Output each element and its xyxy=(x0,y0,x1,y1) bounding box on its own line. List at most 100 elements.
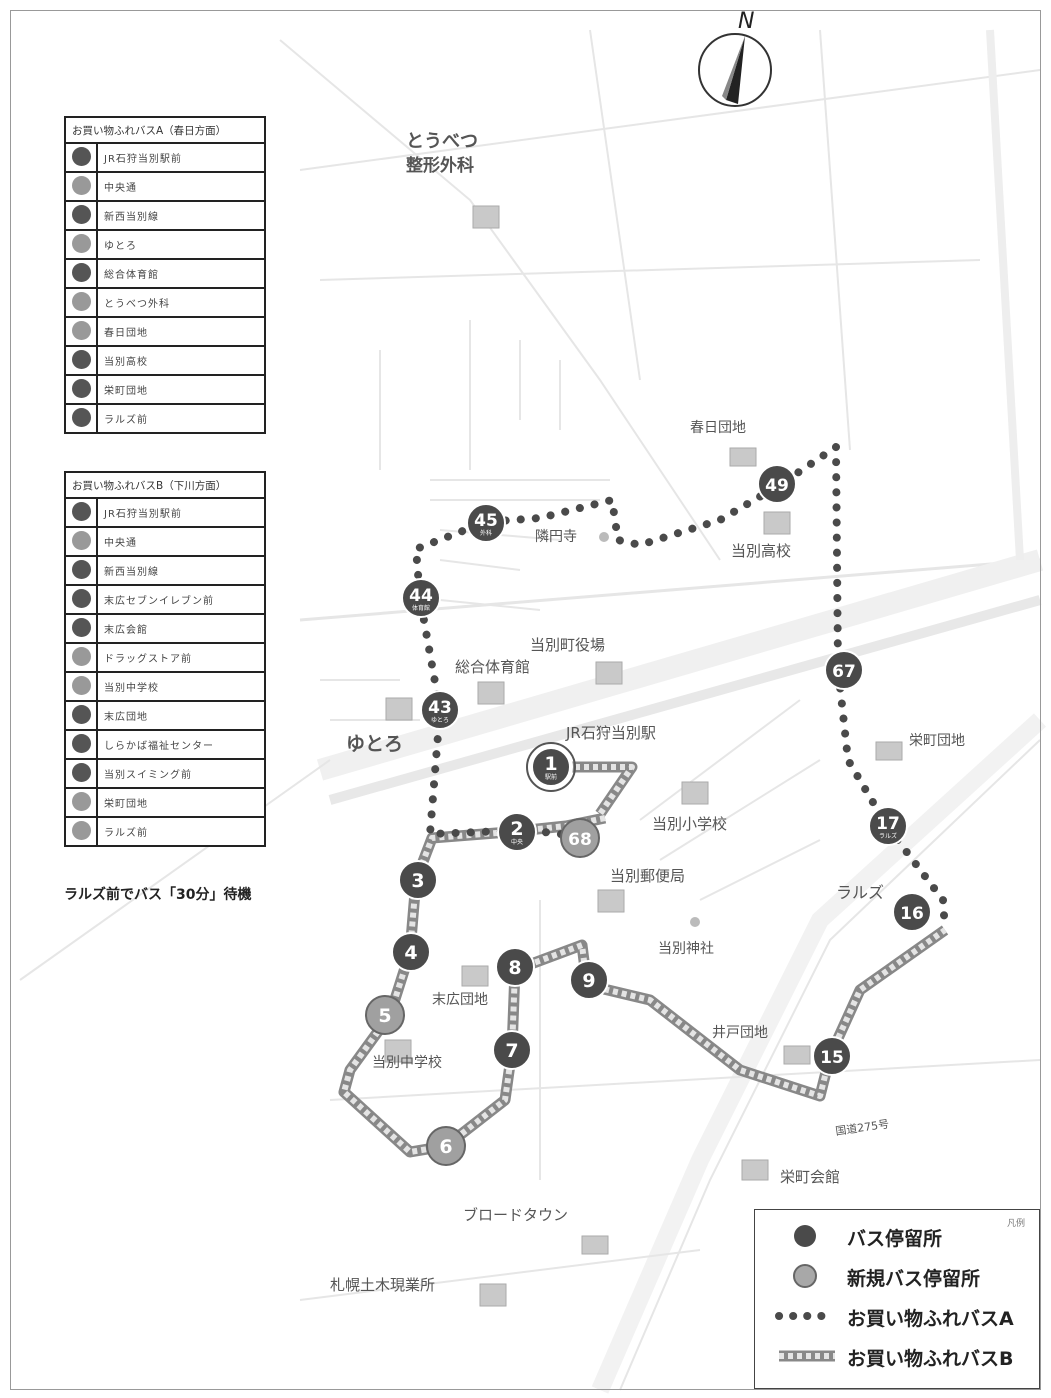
route-b-table-row-marker xyxy=(64,613,98,644)
route-a-table-row: 新西当別線 xyxy=(64,200,266,231)
route-a-table-row: ラルズ前 xyxy=(64,403,266,434)
legend-item-new-stop: 新規バス停留所 xyxy=(755,1258,1039,1294)
bus-stop-number: 49 xyxy=(765,476,789,496)
bus-stop-marker-icon xyxy=(495,947,535,987)
stop-marker-icon xyxy=(71,704,91,724)
route-b-table-row-label: 中央通 xyxy=(96,526,266,557)
bus-stop-marker-icon xyxy=(529,745,573,789)
label-broadtown: ブロードタウン xyxy=(463,1206,568,1224)
route-b-table-row-marker xyxy=(64,642,98,673)
label-ralz: ラルズ xyxy=(836,883,884,902)
route-a-table-row-marker xyxy=(64,345,98,376)
route-b-table-row: しらかば福祉センター xyxy=(64,729,266,760)
stop-marker-icon xyxy=(71,291,91,311)
route-b-table-row-label: JR石狩当別駅前 xyxy=(96,497,266,528)
route-b-table-row: 新西当別線 xyxy=(64,555,266,586)
route-a-table-row: 総合体育館 xyxy=(64,258,266,289)
route-a-table-row: 中央通 xyxy=(64,171,266,202)
bus-stop-marker-icon xyxy=(812,1036,852,1076)
route-a-table-row-label: 春日団地 xyxy=(96,316,266,347)
route-a-symbol-icon xyxy=(775,1312,837,1320)
stop-marker-icon xyxy=(71,559,91,579)
stop-marker-icon xyxy=(71,204,91,224)
bus-stop-sublabel: ゆとろ xyxy=(431,717,449,724)
stop-marker-icon xyxy=(71,530,91,550)
stop-marker-icon xyxy=(71,146,91,166)
route-b-table-row: 末広団地 xyxy=(64,700,266,731)
route-b-table-row: ラルズ前 xyxy=(64,816,266,847)
route-a-table-row-label: JR石狩当別駅前 xyxy=(96,142,266,173)
legend-item-stop: バス停留所 xyxy=(755,1218,1039,1254)
route-a-table-row-marker xyxy=(64,403,98,434)
stop-marker-icon xyxy=(71,349,91,369)
label-kasuga-danchi: 春日団地 xyxy=(690,420,746,436)
route-b-table-row-marker xyxy=(64,497,98,528)
bus-stop-marker-icon xyxy=(892,892,932,932)
bus-stop-number: 3 xyxy=(411,870,424,892)
label-toubetsu-chuugakkou: 当別中学校 xyxy=(372,1054,442,1071)
legend-item-route-b: お買い物ふれバスB xyxy=(755,1338,1039,1374)
route-a-table-row: JR石狩当別駅前 xyxy=(64,142,266,173)
stop-marker-icon xyxy=(71,175,91,195)
route-b-table-row: JR石狩当別駅前 xyxy=(64,497,266,528)
route-b-table-row-label: 当別スイミング前 xyxy=(96,758,266,789)
route-a-stop-table: お買い物ふれバスA（春日方面） JR石狩当別駅前中央通新西当別線ゆとろ総合体育館… xyxy=(64,116,266,434)
label-yutoro: ゆとろ xyxy=(346,733,403,755)
bus-stop-number: 15 xyxy=(820,1048,844,1068)
bus-stop-number: 44 xyxy=(409,586,433,606)
label-yakuba: 当別町役場 xyxy=(530,636,605,654)
legend-label-stop: バス停留所 xyxy=(847,1228,943,1250)
stop-marker-icon xyxy=(71,233,91,253)
bus-stop-marker-icon xyxy=(401,578,441,618)
stop-marker-icon xyxy=(71,791,91,811)
route-b-table-row-marker xyxy=(64,787,98,818)
bus-stop-16: 16 xyxy=(892,892,932,932)
new-stop-symbol-icon xyxy=(793,1264,817,1288)
label-ryoen-ji: 隣円寺 xyxy=(535,529,577,545)
bus-stop-marker-icon xyxy=(569,960,609,1000)
bus-stops: 1駅前2中央3456789151617ラルズ43ゆとろ44体育館45外科4967… xyxy=(365,464,932,1166)
route-a-table-row-marker xyxy=(64,142,98,173)
route-b-table-row-marker xyxy=(64,700,98,731)
bus-stop-7: 7 xyxy=(492,1030,532,1070)
bus-stop-marker-icon xyxy=(868,806,908,846)
route-a-table-row-label: 総合体育館 xyxy=(96,258,266,289)
route-b-table-row-label: 新西当別線 xyxy=(96,555,266,586)
bus-stop-number: 67 xyxy=(832,662,856,682)
route-b-table-row-label: 末広団地 xyxy=(96,700,266,731)
route-a-table-row-label: ラルズ前 xyxy=(96,403,266,434)
bus-stop-6: 6 xyxy=(426,1126,466,1166)
bus-stop-number: 5 xyxy=(378,1005,391,1027)
route-b-stop-table: お買い物ふれバスB（下川方面） JR石狩当別駅前中央通新西当別線末広セブンイレブ… xyxy=(64,471,266,847)
route-b-table-row: 当別中学校 xyxy=(64,671,266,702)
route-a-table-row-marker xyxy=(64,171,98,202)
bus-stop-marker-icon xyxy=(426,1126,466,1166)
route-b-table-row-label: しらかば福祉センター xyxy=(96,729,266,760)
label-yuubinkyoku: 当別郵便局 xyxy=(610,867,685,885)
bus-stop-sublabel: 駅前 xyxy=(545,773,557,781)
route-b-table-row: 当別スイミング前 xyxy=(64,758,266,789)
bus-stop-number: 8 xyxy=(508,957,521,979)
route-b-symbol-icon xyxy=(779,1350,835,1362)
bus-stop-ring xyxy=(526,742,576,792)
bus-stop-number: 17 xyxy=(876,814,900,834)
route-b-table-row-marker xyxy=(64,526,98,557)
stop-marker-icon xyxy=(71,262,91,282)
legend-corner-label: 凡例 xyxy=(1006,1219,1025,1229)
stop-marker-icon xyxy=(71,820,91,840)
bus-stop-number: 68 xyxy=(568,830,592,850)
label-toubetsu-geka: 整形外科 xyxy=(406,155,474,176)
stop-marker-icon xyxy=(71,588,91,608)
route-a-table-row: とうべつ外科 xyxy=(64,287,266,318)
route-a-table-row-marker xyxy=(64,316,98,347)
bus-stop-1: 1駅前 xyxy=(526,742,576,792)
stop-marker-icon xyxy=(71,733,91,753)
route-b-table-header: お買い物ふれバスB（下川方面） xyxy=(64,471,266,499)
bus-stop-number: 16 xyxy=(900,904,924,924)
route-b-table-row-label: 末広セブンイレブン前 xyxy=(96,584,266,615)
bus-stop-marker-icon xyxy=(560,818,600,858)
